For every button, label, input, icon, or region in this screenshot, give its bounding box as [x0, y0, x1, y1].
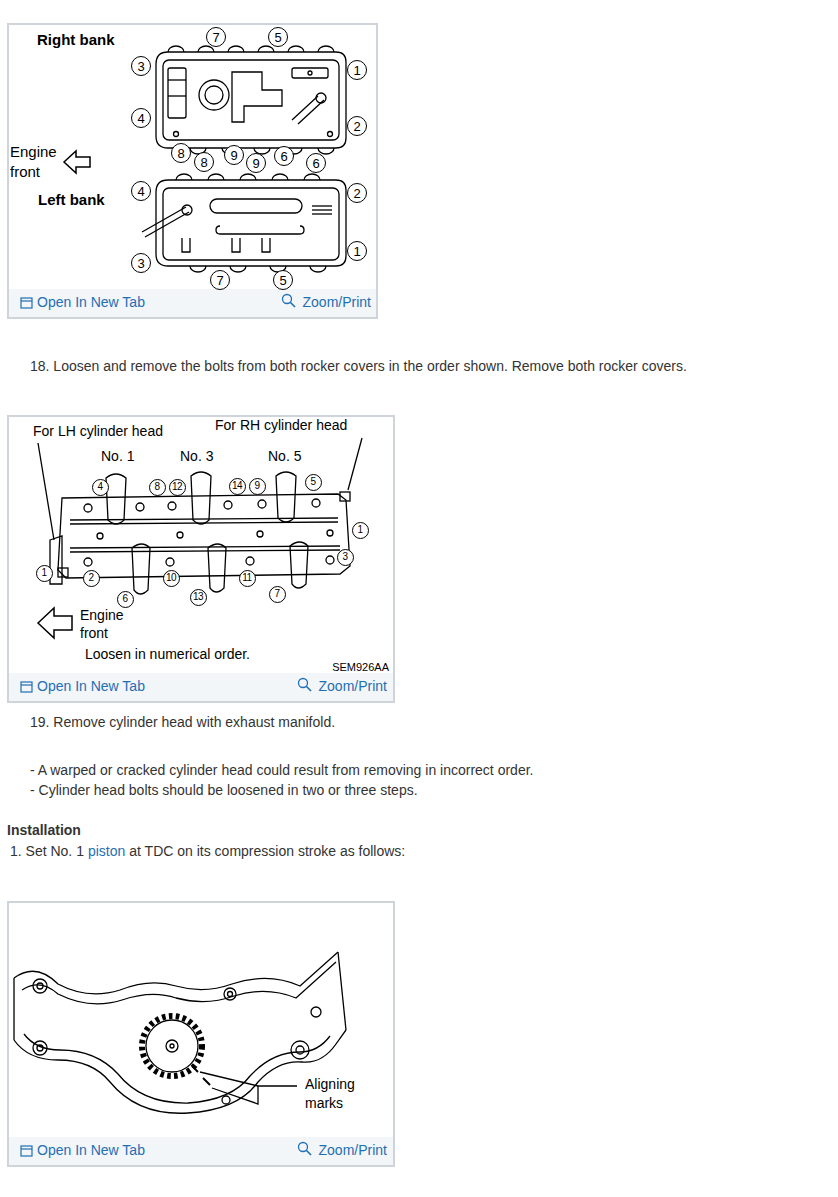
callout-number: 9 [249, 478, 266, 495]
callout-number: 7 [269, 586, 286, 603]
figure-label: Aligning marks [305, 1075, 369, 1113]
body-text: - Cylinder head bolts should be loosened… [30, 782, 418, 798]
figure-label: No. 5 [268, 448, 301, 464]
callout-number: 10 [163, 570, 180, 587]
callout-number: 9 [224, 145, 244, 165]
section-heading: Installation [7, 822, 81, 838]
callout-number: 4 [92, 479, 109, 496]
bank-label: Right bank [37, 31, 115, 49]
callout-number: 1 [36, 565, 53, 582]
callout-number: 5 [305, 474, 322, 491]
figure-label: For RH cylinder head [215, 417, 347, 433]
body-text: at TDC on its compression stroke as foll… [129, 843, 405, 859]
callout-number: 8 [194, 152, 214, 172]
callout-number: 3 [131, 253, 151, 273]
link-button: Zoom/Print [319, 1142, 387, 1158]
figure-label: Loosen in numerical order. [85, 646, 250, 662]
callout-number: 7 [210, 270, 230, 290]
callout-number: 14 [229, 478, 246, 495]
callout-number: 8 [171, 143, 191, 163]
bank-label: Left bank [38, 191, 105, 209]
callout-number: 1 [347, 60, 367, 80]
text-link: piston [88, 843, 125, 859]
figure-label: No. 3 [180, 448, 213, 464]
body-text: - A warped or cracked cylinder head coul… [30, 762, 533, 778]
body-text: 1. Set No. 1 [10, 843, 84, 859]
callout-number: 1 [347, 241, 367, 261]
callout-number: 5 [273, 270, 293, 290]
link-button: Open In New Tab [37, 678, 145, 694]
callout-number: 13 [190, 589, 207, 606]
callout-number: 3 [131, 56, 151, 76]
callout-number: 8 [149, 479, 166, 496]
link-button: Open In New Tab [37, 1142, 145, 1158]
callout-number: 2 [347, 116, 367, 136]
figure-label: For LH cylinder head [33, 423, 163, 439]
callout-number: 6 [117, 591, 134, 608]
body-text: 18. Loosen and remove the bolts from bot… [30, 358, 687, 374]
callout-number: 11 [239, 570, 256, 587]
callout-number: 4 [131, 108, 151, 128]
callout-number: 3 [337, 549, 354, 566]
figure-label: No. 1 [101, 448, 134, 464]
callout-number: 6 [274, 146, 294, 166]
body-text: 19. Remove cylinder head with exhaust ma… [30, 714, 335, 730]
callout-number: 6 [306, 153, 326, 173]
figure-label: Engine front [80, 606, 135, 642]
link-button: Open In New Tab [37, 294, 145, 310]
callout-number: 2 [83, 570, 100, 587]
callout-number: 5 [268, 27, 288, 47]
callout-number: 2 [347, 183, 367, 203]
callout-number: 4 [131, 181, 151, 201]
callout-number: 9 [246, 153, 266, 173]
link-button: Zoom/Print [319, 678, 387, 694]
figure-code: SEM926AA [332, 661, 389, 674]
direction-label: Engine front [10, 142, 65, 182]
callout-number: 7 [206, 27, 226, 47]
callout-number: 1 [352, 522, 369, 539]
link-button: Zoom/Print [303, 294, 371, 310]
callout-number: 12 [169, 479, 186, 496]
